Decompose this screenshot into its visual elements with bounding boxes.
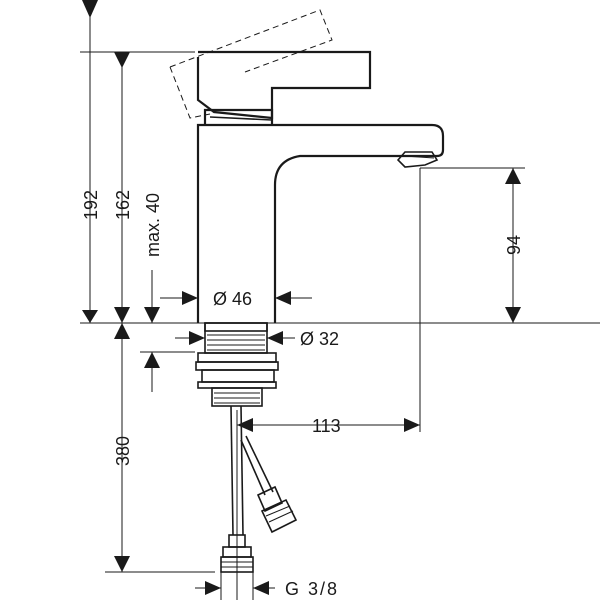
dimension-g-3-8: G 3/8	[195, 572, 339, 600]
dim-label-94: 94	[504, 235, 524, 255]
faucet-body	[169, 9, 445, 323]
supply-hoses	[220, 405, 298, 573]
dim-label-max-40: max. 40	[143, 193, 163, 257]
dimension-192: 192	[81, 0, 101, 323]
dim-label-g-3-8: G 3/8	[285, 579, 339, 599]
dimension-94: 94	[504, 168, 524, 323]
dimension-113: 113	[236, 410, 420, 600]
mounting-shank	[195, 322, 279, 407]
extension-lines	[80, 51, 600, 573]
dimension-380: 380	[113, 323, 133, 572]
dimension-162: 162	[113, 52, 133, 323]
dim-label-162: 162	[113, 190, 133, 220]
dimension-dia-46: Ø 46	[160, 289, 312, 309]
dimension-dia-32: Ø 32	[175, 329, 339, 349]
dim-label-380: 380	[113, 436, 133, 466]
dim-label-192: 192	[81, 190, 101, 220]
dim-label-dia-32: Ø 32	[300, 329, 339, 349]
dimension-max-40: max. 40	[143, 193, 163, 323]
dim-label-113: 113	[312, 416, 341, 436]
dimension-countertop	[144, 352, 160, 392]
dim-label-dia-46: Ø 46	[213, 289, 252, 309]
